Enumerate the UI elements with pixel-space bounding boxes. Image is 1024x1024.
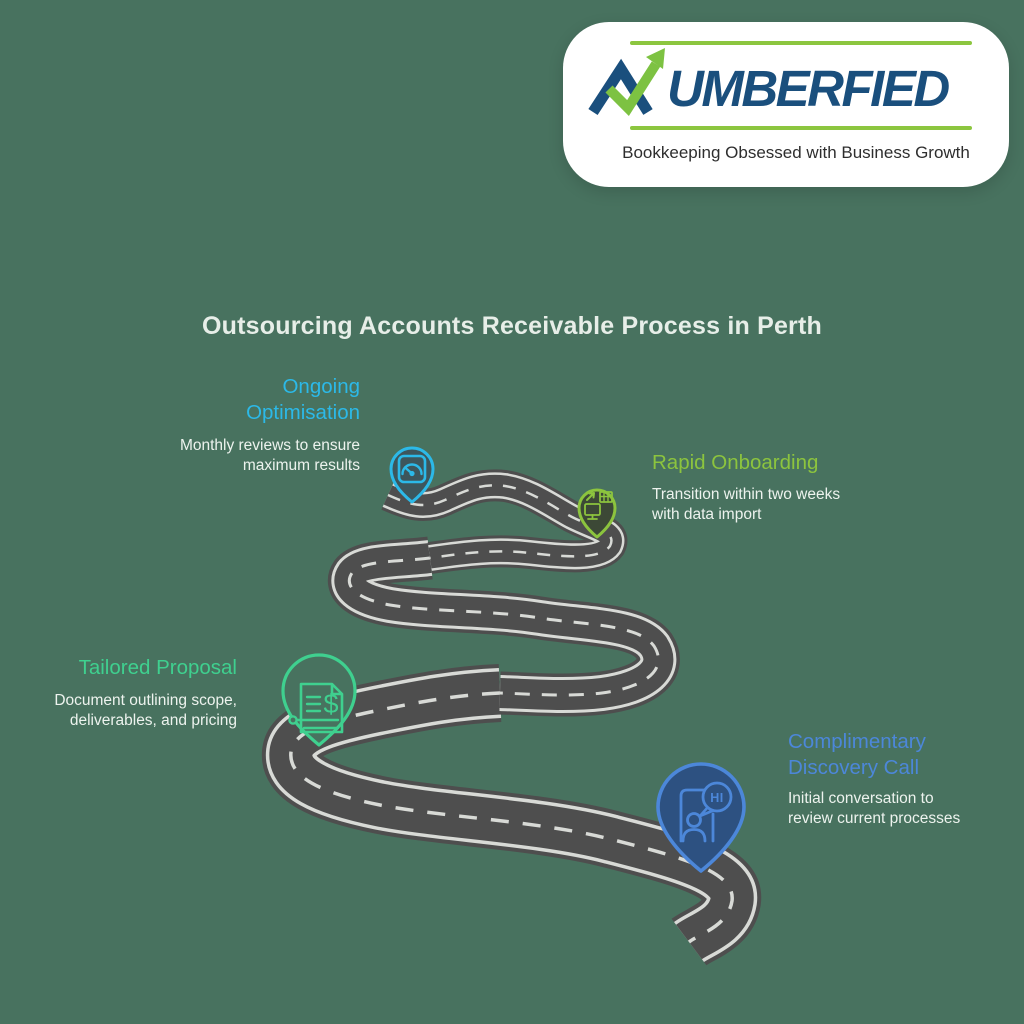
page-title: Outsourcing Accounts Receivable Process … [202,312,822,340]
milestone-description-rapid-onboarding: Transition within two weeks with data im… [652,486,841,523]
pin-ongoing-optimisation [389,446,435,504]
road-segment-bottom [261,664,762,967]
pin-tailored-proposal: $ [281,653,357,747]
milestone-label-tailored-proposal: Tailored Proposal [78,656,237,679]
hi-glyph: HI [710,791,724,805]
logo-wordmark: UMBERFIED [667,60,950,117]
road-segment-middle [327,536,680,717]
logo-tagline: Bookkeeping Obsessed with Business Growt… [622,143,970,162]
logo-card: UMBERFIED Bookkeeping Obsessed with Busi… [563,22,1009,187]
pin-discovery-call: HI [656,762,746,873]
milestone-label-ongoing-optimisation: Ongoing Optimisation [246,375,360,424]
pin-rapid-onboarding [577,488,617,539]
logo-divider-bottom [630,126,972,130]
discovery-call-icon: HI [679,781,733,843]
milestone-label-rapid-onboarding: Rapid Onboarding [652,451,819,474]
speedometer-icon [397,454,427,484]
milestone-description-tailored-proposal: Document outlining scope, deliverables, … [54,692,237,729]
proposal-document-icon: $ [288,682,344,734]
logo-divider-top [630,41,972,45]
milestone-label-discovery-call: Complimentary Discovery Call [788,730,926,779]
milestone-description-discovery-call: Initial conversation to review current p… [788,790,961,827]
dollar-glyph: $ [323,689,338,719]
numberfied-n-arrow-icon [588,48,665,116]
data-import-icon [584,491,613,520]
road-segment-top [381,469,628,574]
milestone-description-ongoing-optimisation: Monthly reviews to ensure maximum result… [179,437,360,474]
